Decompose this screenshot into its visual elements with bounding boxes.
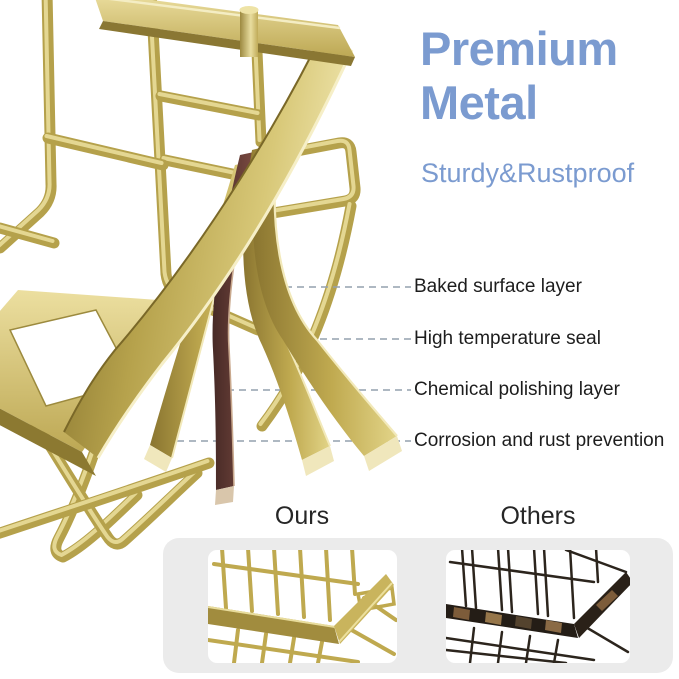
headline: Premium Metal <box>420 22 670 129</box>
callout-label-baked-surface: Baked surface layer <box>414 276 582 297</box>
headline-line2: Metal <box>420 75 538 129</box>
ours-image <box>208 550 397 663</box>
subtitle: Sturdy&Rustproof <box>421 158 635 188</box>
callout-label-corrosion-prevention: Corrosion and rust prevention <box>414 430 665 451</box>
callout-label-high-temperature: High temperature seal <box>414 328 601 349</box>
ours-basket-art <box>208 550 397 663</box>
ours-label: Ours <box>274 502 330 530</box>
basket-corner-band <box>63 27 354 459</box>
headline-line1: Premium <box>420 22 618 75</box>
others-label: Others <box>500 502 576 530</box>
basket-post <box>240 10 258 57</box>
basket-top-rim <box>95 0 355 66</box>
others-basket-art <box>446 550 630 663</box>
callout-label-chemical-polishing: Chemical polishing layer <box>414 379 620 400</box>
comparison-panel <box>163 538 673 673</box>
others-image <box>446 550 630 663</box>
